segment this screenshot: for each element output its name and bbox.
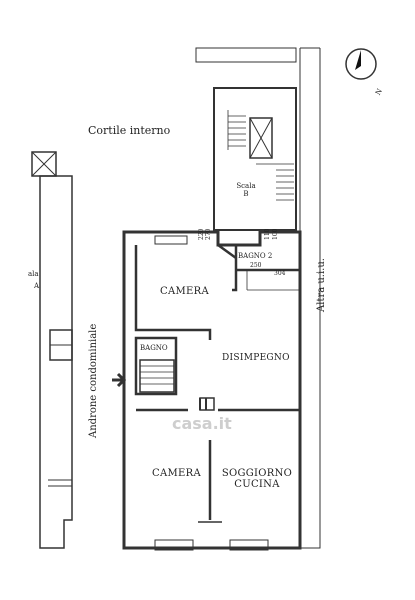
dim-270: 270 (205, 228, 212, 240)
label-scala-b-1: Scala (236, 182, 256, 190)
dim-220: 220 (198, 228, 205, 240)
label-scala-b-2: B (243, 190, 249, 198)
dim-100: 100 (272, 228, 279, 240)
label-scala-left-2: A (34, 282, 40, 290)
watermark: casa.it (172, 414, 232, 433)
entry-stair (139, 359, 175, 393)
pillar (199, 397, 215, 411)
label-scala-b: Scala B (234, 182, 258, 198)
left-stair-box (31, 151, 57, 177)
dim-110: 110 (264, 228, 271, 240)
wall-camera-top-right (232, 246, 238, 292)
label-camera-top: CAMERA (160, 286, 209, 297)
label-soggiorno-2: CUCINA (234, 479, 280, 490)
label-disimpegno: DISIMPEGNO (222, 353, 290, 363)
stair-b-elevator (249, 117, 273, 159)
compass (345, 48, 377, 80)
label-altra: Altra u.i.u. (316, 258, 327, 312)
left-building (39, 175, 73, 549)
dim-250: 250 (250, 262, 262, 269)
entry-arrow (112, 372, 127, 388)
label-bagno2: BAGNO 2 (238, 252, 273, 260)
label-soggiorno: SOGGIORNO CUCINA (220, 468, 294, 490)
apartment-outer-wall (122, 230, 302, 550)
label-camera-bottom: CAMERA (152, 468, 201, 479)
label-bagno: BAGNO (140, 344, 168, 352)
label-scala-left-1: ala (28, 270, 39, 278)
stair-b-steps (227, 110, 294, 201)
wall-camera-top-bottom (134, 245, 212, 340)
wall-bagno (134, 336, 178, 396)
label-cortile: Cortile interno (88, 124, 171, 137)
stair-b-outline (213, 87, 297, 231)
dim-304: 304 (274, 270, 286, 277)
label-soggiorno-1: SOGGIORNO (221, 468, 293, 479)
label-androne: Androne condominiale (88, 323, 99, 438)
